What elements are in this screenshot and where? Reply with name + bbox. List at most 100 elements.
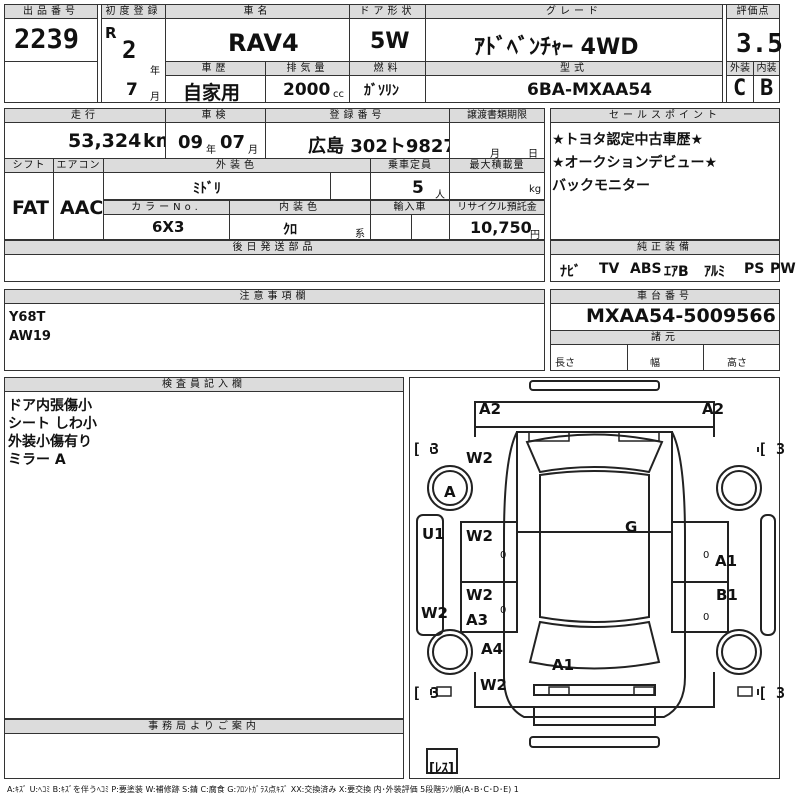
int-color-header: 内装色 [229,200,371,215]
color-no-header: カラーNo. [103,200,230,215]
aircon-header: エアコン [53,158,104,173]
ext-color-cell [103,172,331,200]
fuel-cell [349,75,426,103]
dmg-a4: A4 [481,640,504,658]
dims-length-cell [550,344,628,371]
note-1: Y68T [9,310,46,325]
capacity-cell [370,172,450,200]
dmg-a1-rear: A1 [552,656,575,674]
inspector-header: 検査員記入欄 [4,377,404,392]
tire-br-label: [ 3 [758,684,786,702]
dmg-w2-l1: W2 [466,527,493,545]
fuel-header: 燃料 [349,61,426,76]
dmg-zero-r3: 0 [703,612,710,623]
insp-month-unit: 月 [248,145,258,156]
dims-height-cell [703,344,780,371]
office-cell [4,733,404,779]
int-color-value: ｸﾛ [283,222,297,238]
grade-value: ｱﾄﾞﾍﾞﾝﾁｬｰ 4WD [474,35,639,60]
chassis-header: 車台番号 [550,289,780,304]
car-diagram [416,380,776,774]
grade-header: グレード [425,4,723,19]
dmg-w2-side: W2 [421,604,448,622]
import-cell-b [411,214,450,240]
dmg-a3: A3 [466,611,489,629]
capacity-value: 5 [412,178,424,198]
mileage-value: 53,324 [68,130,142,152]
interior-grade-cell [753,75,780,103]
equip-navi: ﾅﾋﾞ [560,264,581,280]
inspector-note-1: ドア内張傷小 [8,398,92,414]
transfer-day: 日 [528,149,538,160]
grade-cell [425,18,723,62]
dims-length-label: 長さ [555,358,575,369]
dmg-a2-right: A2 [702,400,725,418]
displacement-value: 2000 [283,80,331,100]
equip-tv: TV [599,261,620,277]
dmg-a2-left: A2 [479,400,502,418]
dmg-zero-l1: 0 [500,550,507,561]
recycle-value: 10,750 [470,218,532,237]
displacement-cell [265,75,350,103]
color-no-value: 6X3 [152,218,185,236]
sales-points-cell [550,122,780,240]
ext-color-header: 外装色 [103,158,371,173]
genuine-cell [550,254,780,282]
mileage-header: 走行 [4,108,166,123]
tire-tr-label: [ 3 [758,440,786,458]
history-value: 自家用 [183,82,241,104]
lot-no-header: 出品番号 [4,4,98,19]
exterior-grade-value: C [733,76,747,101]
equip-airbag: ｴｱB [664,264,689,280]
insp-year-unit: 年 [206,145,216,156]
dmg-w2-top: W2 [466,449,493,467]
first-reg-cell [101,18,166,103]
recycle-unit: 円 [530,230,540,241]
max-load-cell [449,172,545,200]
dmg-g: G [625,518,638,536]
tire-bl-label: [ 3 [412,684,440,702]
notes-cell [4,303,545,371]
insp-year-value: 09 [178,132,204,153]
model-value: 6BA-MXAA54 [527,80,652,100]
legend-text: A:ｷｽﾞ U:ﾍｺﾐ B:ｷｽﾞを伴うﾍｺﾐ P:要塗装 W:補修跡 S:錆 … [7,785,519,794]
transfer-cell [449,122,545,159]
max-load-header: 最大積載量 [449,158,545,173]
color-no-cell [103,214,230,240]
era-value: R [105,24,117,42]
lot-no-value: 2239 [14,24,80,55]
max-load-unit: kg [529,184,542,195]
inspector-note-2: シート しわ小 [8,416,97,432]
score-header: 評価点 [726,4,780,19]
chassis-value: MXAA54-5009566 [586,305,776,327]
first-reg-header: 初度登録 [101,4,166,19]
car-name-header: 車名 [165,4,350,19]
shift-cell [4,172,54,240]
tire-tl-label: [ 3 [412,440,440,458]
sales-points-header: セールスポイント [550,108,780,123]
later-parts-cell [4,254,545,282]
insp-month-value: 07 [220,132,246,153]
displacement-header: 排気量 [265,61,350,76]
reg-year-unit: 年 [150,66,160,77]
inspection-cell [165,122,266,159]
reg-month-value: 7 [126,80,138,100]
inspection-header: 車検 [165,108,266,123]
transfer-header: 譲渡書類期限 [449,108,545,123]
dmg-a1-r1: A1 [715,552,738,570]
lot-no-cell [4,18,98,62]
transfer-month: 月 [490,149,500,160]
equip-ps: PS [744,261,765,277]
recycle-header: リサイクル預託金 [449,200,545,215]
spare-tire-label: [ﾚｽ] [429,761,454,776]
door-header: ドア形状 [349,4,426,19]
sales-point-3: バックモニター [552,178,650,194]
equip-alloy: ｱﾙﾐ [704,264,725,280]
history-cell [165,75,266,103]
later-parts-header: 後日発送部品 [4,240,545,255]
genuine-header: 純正装備 [550,240,780,255]
dmg-zero-r1: 0 [703,550,710,561]
car-diagram-frame [409,377,780,779]
sales-point-2: ★オークションデビュー★ [552,155,718,171]
notes-header: 注意事項欄 [4,289,545,304]
